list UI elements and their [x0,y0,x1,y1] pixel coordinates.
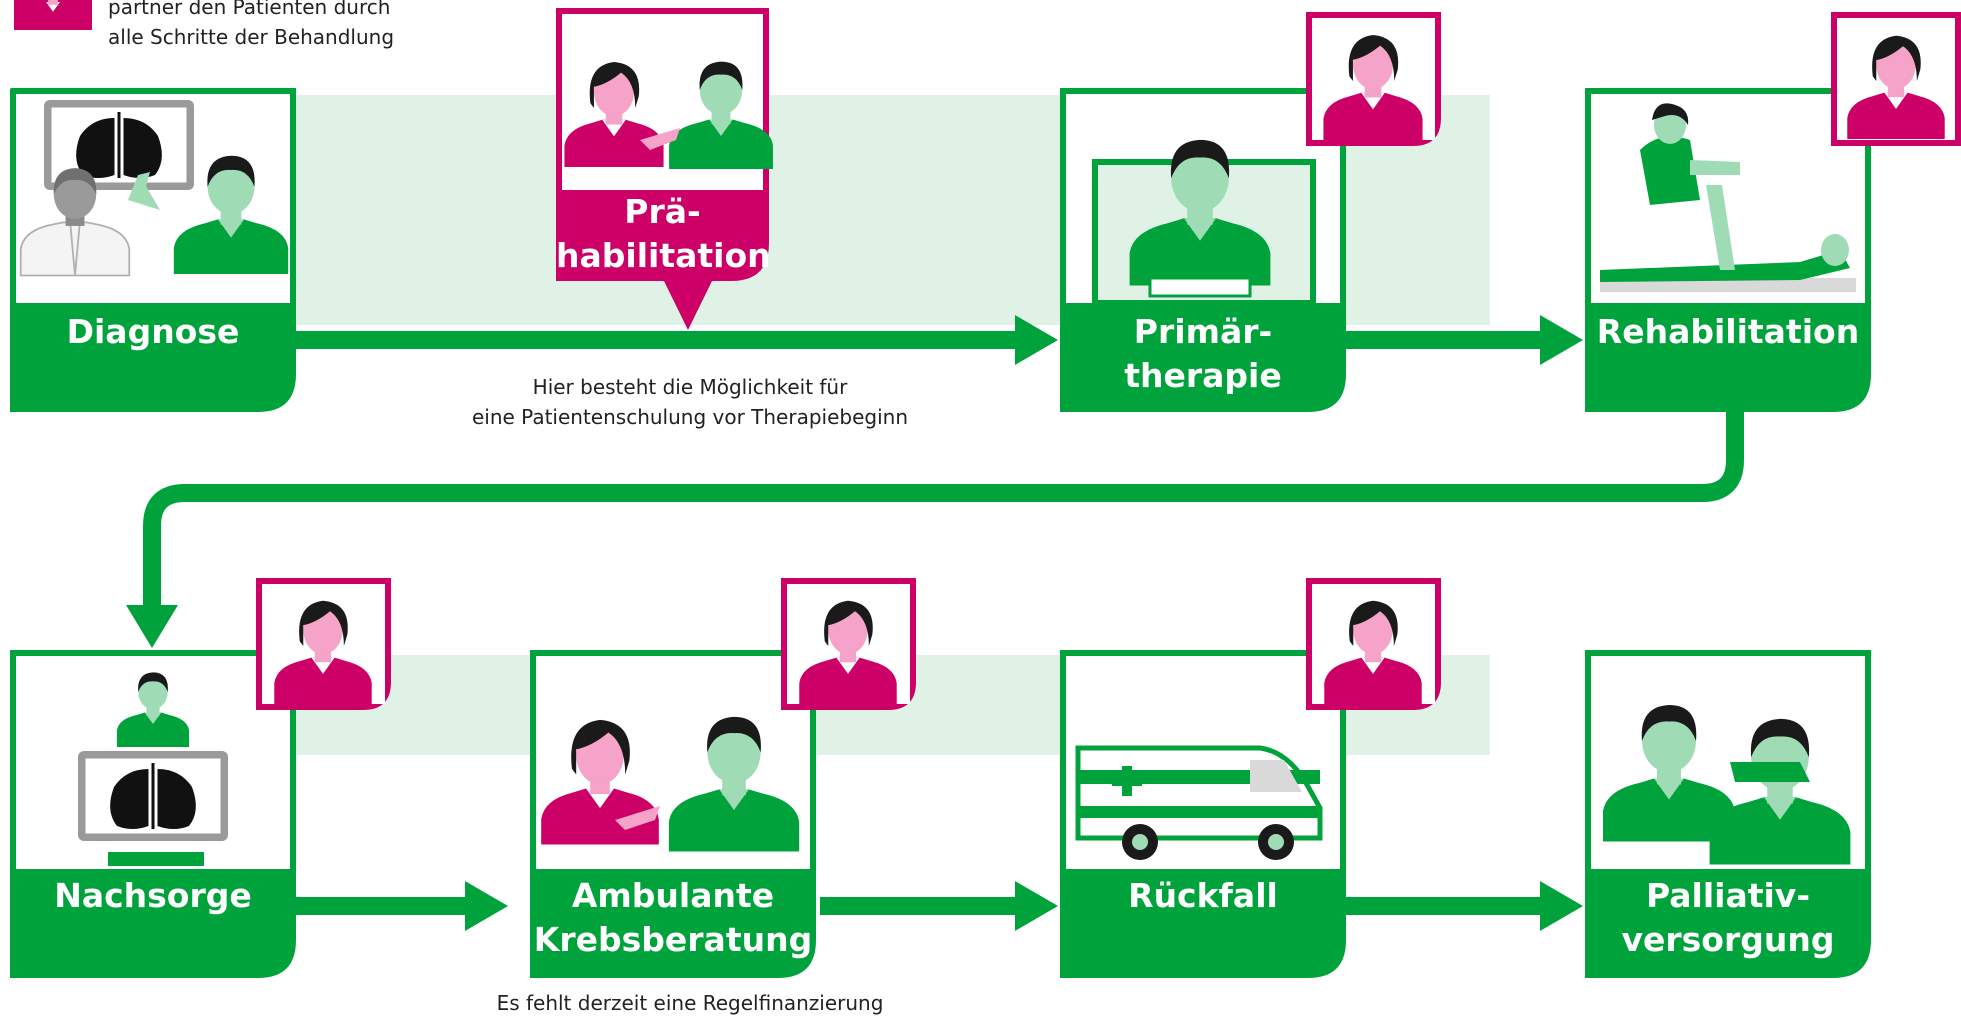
card-diagnose [10,88,296,412]
step-label-rueckfall: Rückfall [1128,876,1278,915]
step-label-palliativ: Palliativ- versorgung [1621,876,1835,959]
companion-badge-rehabilitation [1831,12,1961,146]
step-label-nachsorge: Nachsorge [54,876,252,915]
arrow-diagnose-primaertherapie [295,315,1058,365]
companion-badge-rueckfall [1306,578,1441,710]
step-label-praehabilitation: Prä- habilitation [556,192,771,275]
companion-badge-krebsberatung [781,578,916,710]
note-counseling: Es fehlt derzeit eine Regelfinanzierung [496,991,884,1015]
card-palliativ [1585,650,1871,978]
legend-nurse-icon [14,0,92,30]
legend-text: partner den Patienten durch alle Schritt… [108,0,395,49]
card-rehabilitation [1585,88,1871,412]
arrow-rueckfall-palliativ [1345,881,1583,931]
card-nachsorge [10,650,296,978]
companion-badge-primaertherapie [1306,12,1441,146]
step-label-primaertherapie: Primär- therapie [1124,312,1282,395]
arrow-krebsberatung-rueckfall [820,881,1058,931]
note-prehabilitation: Hier besteht die Möglichkeit für eine Pa… [471,375,909,429]
card-rueckfall [1060,650,1346,978]
card-praehabilitation [556,8,773,330]
card-primaertherapie [1060,88,1346,412]
companion-badge-nachsorge [256,578,391,710]
step-label-rehabilitation: Rehabilitation [1596,312,1860,351]
step-label-krebsberatung: Ambulante Krebsberatung [533,876,813,959]
step-label-diagnose: Diagnose [66,312,240,351]
arrow-nachsorge-krebsberatung [295,881,508,931]
card-krebsberatung [530,650,816,978]
arrow-primaertherapie-rehabilitation [1345,315,1583,365]
arrow-rehabilitation-nachsorge [143,410,1744,605]
